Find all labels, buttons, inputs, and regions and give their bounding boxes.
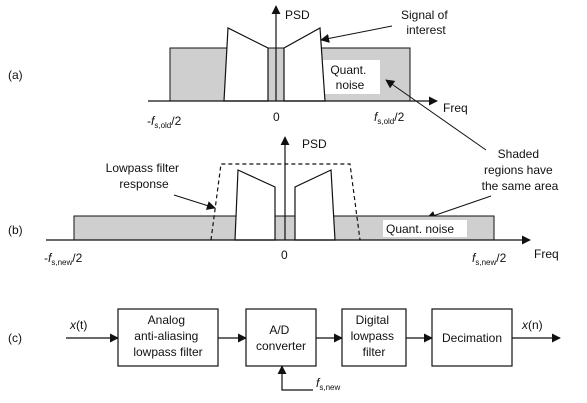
panel-b-zero-label: 0: [281, 248, 288, 262]
svg-text:Decimation: Decimation: [442, 331, 502, 345]
panel-b-noise-label-bg: [383, 220, 467, 237]
block-digital-lowpass-filter: Digital lowpass filter: [341, 308, 407, 367]
svg-text:Analog anti-aliasing: Analog anti-aliasing lowpass filter: [133, 313, 202, 359]
panel-a-pos-edge-label: fs,old/2: [374, 110, 405, 126]
panel-b-label: (b): [8, 223, 23, 237]
panel-a-signal-callout-arrow: [320, 25, 393, 43]
panel-a-label: (a): [8, 68, 23, 82]
input-signal-label: x(t): [69, 318, 87, 332]
panel-a-zero-label: 0: [273, 110, 280, 124]
panel-a-noise-label: Quant. noise: [330, 63, 369, 92]
panel-b-signal-spectrum: [234, 169, 336, 241]
output-signal-label: x(n): [521, 318, 543, 332]
panel-a-noise-label-bg: [322, 60, 380, 94]
shaded-note-arrow-a: [385, 79, 487, 151]
panel-b-filter-callout-arrow: [173, 194, 216, 210]
block-ad-converter: A/D converter: [245, 308, 317, 367]
svg-text:A/D converter: A/D converter: [256, 323, 306, 353]
panel-b-noise-label: Quant. noise: [386, 222, 454, 236]
clock-arrow: [277, 365, 313, 391]
shaded-note-arrow-b: [426, 195, 492, 220]
block-decimation: Decimation: [431, 308, 513, 367]
panel-b-psd-label: PSD: [302, 137, 327, 151]
clock-label: fs,new: [316, 376, 340, 392]
shaded-regions-note: Shaded regions have the same area: [482, 147, 559, 193]
block-analog-anti-aliasing-filter: Analog anti-aliasing lowpass filter: [117, 308, 219, 367]
panel-a-psd-label: PSD: [285, 8, 310, 22]
panel-b-neg-edge-label: -fs,new/2: [44, 251, 83, 267]
panel-a-neg-edge-label: -fs,old/2: [147, 114, 182, 130]
panel-b-pos-edge-label: fs,new/2: [472, 251, 507, 267]
panel-a-freq-label: Freq: [443, 101, 468, 115]
panel-c-label: (c): [8, 331, 22, 345]
panel-b-filter-callout: Lowpass filter response: [106, 161, 183, 191]
panel-b-freq-label: Freq: [534, 247, 559, 261]
panel-a-signal-callout: Signal of interest: [401, 8, 451, 37]
svg-text:Digital lowpass fi: Digital lowpass filter: [351, 313, 398, 359]
